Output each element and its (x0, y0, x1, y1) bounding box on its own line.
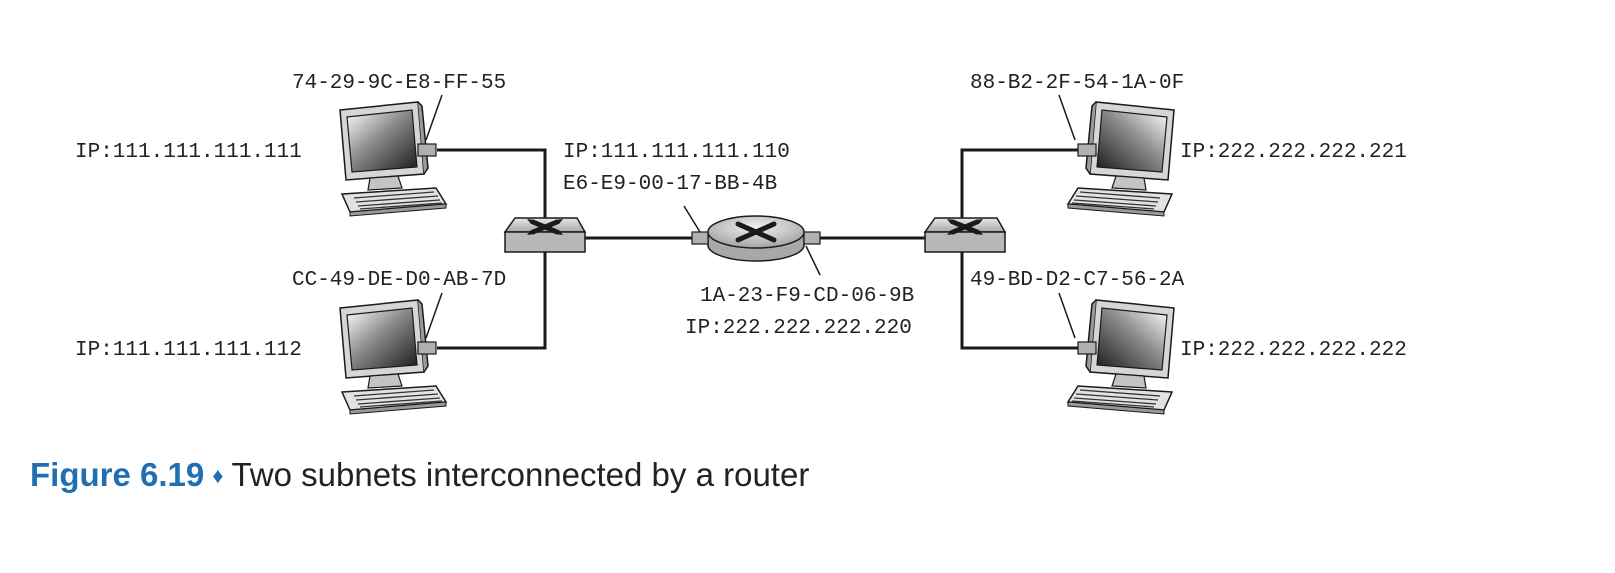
computer-icon (339, 299, 447, 415)
caption-text: Two subnets interconnected by a router (231, 456, 810, 493)
router-right-ip: IP:222.222.222.220 (685, 317, 912, 340)
router-left-mac: E6-E9-00-17-BB-4B (563, 173, 778, 196)
router-icon (691, 215, 821, 262)
link-host-tl (437, 148, 547, 220)
switch-icon (925, 218, 1005, 252)
diamond-separator-icon: ♦ (212, 463, 224, 488)
host-bottom-right-ip: IP:222.222.222.222 (1180, 339, 1407, 362)
host-bottom-left-ip: IP:111.111.111.112 (75, 339, 302, 362)
router-right-mac: 1A-23-F9-CD-06-9B (700, 285, 915, 308)
links (437, 148, 1078, 350)
computer-icon (339, 101, 447, 217)
host-top-left-mac: 74-29-9C-E8-FF-55 (292, 72, 507, 95)
router-left-ip: IP:111.111.111.110 (563, 141, 790, 164)
link-host-br (960, 252, 1078, 350)
host-top-right-ip: IP:222.222.222.221 (1180, 141, 1407, 164)
link-host-bl (437, 252, 547, 350)
host-bottom-right-mac: 49-BD-D2-C7-56-2A (970, 269, 1185, 292)
host-bottom-left-mac: CC-49-DE-D0-AB-7D (292, 269, 507, 292)
switch-icon (505, 218, 585, 252)
link-host-tr (960, 148, 1078, 220)
host-top-right-mac: 88-B2-2F-54-1A-0F (970, 72, 1185, 95)
figure-label: Figure 6.19 (30, 456, 205, 493)
computer-icon (1067, 101, 1175, 217)
figure-caption: Figure 6.19 ♦ Two subnets interconnected b… (30, 456, 809, 494)
nic-connectors (417, 143, 1097, 355)
host-top-left-ip: IP:111.111.111.111 (75, 141, 302, 164)
leader-lines (425, 94, 1076, 339)
computer-icon (1067, 299, 1175, 415)
